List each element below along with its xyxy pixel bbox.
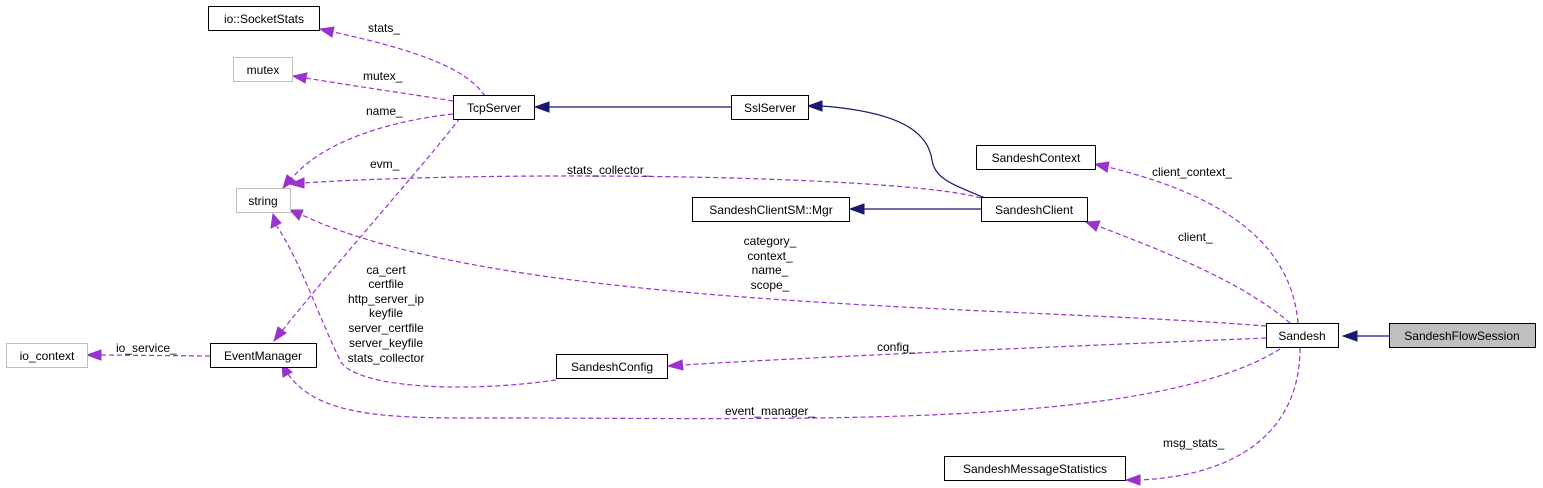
- edge-sandesh-sandeshconfig: [666, 337, 1267, 371]
- edge-tcpserver-mutex: [291, 72, 454, 102]
- node-io-context[interactable]: io_context: [6, 343, 88, 368]
- svg-text:SandeshMessageStatistics: SandeshMessageStatistics: [963, 462, 1107, 476]
- svg-text:SandeshContext: SandeshContext: [992, 151, 1081, 165]
- label-scope: scope_: [751, 278, 790, 292]
- label-keyfile: keyfile: [369, 306, 403, 320]
- node-tcpserver[interactable]: TcpServer: [453, 95, 535, 120]
- label-certfile: certfile: [368, 277, 404, 291]
- label-stats-collector-2: stats_collector: [348, 351, 425, 365]
- edge-eventmanager-io-context: [85, 349, 211, 361]
- label-client-context: client_context_: [1152, 165, 1232, 179]
- edge-tcpserver-string: [282, 113, 454, 190]
- node-sandeshmessagestatistics[interactable]: SandeshMessageStatistics: [944, 456, 1126, 481]
- svg-text:SandeshConfig: SandeshConfig: [571, 360, 653, 374]
- edge-sandesh-string: [288, 209, 1267, 327]
- label-context: context_: [747, 249, 793, 263]
- edge-sandeshflowsession-to-sandesh: [1341, 330, 1389, 342]
- edge-sandeshclient-to-sandeshclientsm: [848, 203, 981, 215]
- edge-sandesh-sandeshmessagestatistics: [1124, 347, 1301, 486]
- edge-sandeshconfig-string: [270, 212, 557, 388]
- label-server-certfile: server_certfile: [348, 321, 424, 335]
- svg-text:string: string: [248, 194, 277, 208]
- node-string[interactable]: string: [236, 188, 291, 213]
- edge-sslserver-to-tcpserver: [533, 101, 731, 113]
- label-mutex: mutex_: [363, 69, 403, 83]
- svg-text:SslServer: SslServer: [744, 101, 796, 115]
- svg-text:Sandesh: Sandesh: [1278, 329, 1325, 343]
- edge-tcpserver-eventmanager: [273, 117, 461, 343]
- label-stats: stats_: [368, 21, 400, 35]
- node-eventmanager[interactable]: EventManager: [210, 343, 317, 368]
- node-io-socketstats[interactable]: io::SocketStats: [208, 6, 320, 31]
- node-sandesh[interactable]: Sandesh: [1266, 323, 1339, 348]
- label-stats-collector: stats_collector_: [567, 163, 651, 177]
- edge-tcpserver-socketstats: [318, 26, 486, 97]
- label-http-server-ip: http_server_ip: [348, 292, 424, 306]
- svg-text:SandeshFlowSession: SandeshFlowSession: [1404, 329, 1519, 343]
- node-sandeshflowsession[interactable]: SandeshFlowSession: [1389, 323, 1536, 348]
- svg-text:EventManager: EventManager: [224, 349, 302, 363]
- svg-text:mutex: mutex: [247, 63, 280, 77]
- label-msg-stats: msg_stats_: [1163, 436, 1225, 450]
- node-sandeshconfig[interactable]: SandeshConfig: [556, 354, 668, 379]
- label-evm: evm_: [370, 157, 400, 171]
- label-event-manager: event_manager_: [725, 404, 815, 418]
- edge-sandesh-sandeshcontext: [1093, 161, 1299, 324]
- node-sandeshclient[interactable]: SandeshClient: [981, 197, 1088, 222]
- node-sandeshclientsm-mgr[interactable]: SandeshClientSM::Mgr: [692, 197, 850, 222]
- svg-text:TcpServer: TcpServer: [467, 101, 521, 115]
- edge-sandeshclient-string: [288, 175, 982, 199]
- edge-sandeshclient-to-sslserver: [806, 100, 986, 199]
- label-client: client_: [1178, 230, 1213, 244]
- node-mutex[interactable]: mutex: [233, 57, 293, 82]
- node-sandeshcontext[interactable]: SandeshContext: [976, 145, 1096, 170]
- label-server-keyfile: server_keyfile: [349, 336, 423, 350]
- label-config: config_: [877, 340, 916, 354]
- svg-text:SandeshClientSM::Mgr: SandeshClientSM::Mgr: [709, 203, 832, 217]
- node-sslserver[interactable]: SslServer: [731, 95, 809, 120]
- label-io-service: io_service_: [116, 341, 177, 355]
- edge-sandesh-sandeshclient: [1084, 220, 1291, 324]
- label-category: category_: [744, 234, 797, 248]
- label-ca-cert: ca_cert: [366, 263, 406, 277]
- svg-text:io_context: io_context: [20, 349, 75, 363]
- svg-text:SandeshClient: SandeshClient: [995, 203, 1074, 217]
- label-name-2: name_: [752, 263, 789, 277]
- svg-text:io::SocketStats: io::SocketStats: [224, 12, 304, 26]
- label-name: name_: [366, 104, 403, 118]
